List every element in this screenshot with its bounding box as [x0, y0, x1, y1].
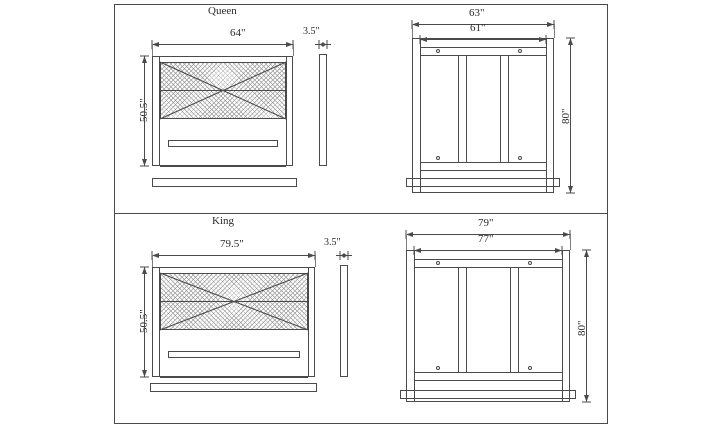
king-connector-dot-1: [436, 261, 440, 265]
queen-frame-inner-width-label: 61": [470, 22, 486, 34]
queen-frame-outer-width-label: 63": [469, 7, 485, 19]
border-right: [607, 4, 608, 424]
king-plan-ext-left: [406, 234, 407, 250]
queen-headboard-bottom-edge: [160, 166, 286, 167]
border-left: [114, 4, 115, 424]
queen-upholstery-diagonals: [159, 61, 287, 120]
king-connector-dot-2: [528, 261, 532, 265]
king-thickness-dim-line: [334, 251, 354, 260]
queen-plan-slat-2b: [508, 55, 509, 162]
king-plan-ext-right: [570, 234, 571, 250]
queen-width-dim-line: [151, 40, 294, 49]
king-plan-head-rail-2: [414, 267, 562, 268]
queen-frame-plan-outline: [412, 38, 554, 193]
king-width-dim-line: [151, 251, 316, 260]
queen-connector-dot-3: [436, 156, 440, 160]
king-plan-rail-left: [414, 250, 415, 402]
queen-plan-slat-1: [458, 55, 459, 162]
king-plan-slat-2b: [518, 267, 519, 372]
king-plan-slat-2: [510, 267, 511, 372]
king-plan-rail-right: [562, 250, 563, 402]
queen-plan-slat-2: [500, 55, 501, 162]
king-plan-slat-1: [458, 267, 459, 372]
king-frame-inner-width-label: 77": [478, 233, 494, 245]
queen-plan-foot-rail: [420, 162, 546, 163]
queen-frame-length-dim-line: [566, 37, 575, 194]
queen-plan-foot-rail-2: [420, 170, 546, 171]
queen-ext-line-left: [152, 44, 153, 56]
king-connector-dot-4: [528, 366, 532, 370]
queen-headboard-side-view: [319, 54, 327, 166]
queen-title: Queen: [208, 5, 237, 17]
queen-headboard-rail: [168, 140, 278, 147]
king-frame-plan-outline: [406, 250, 570, 402]
king-plan-bottom-bar: [400, 390, 576, 399]
queen-connector-dot-1: [436, 49, 440, 53]
queen-connector-dot-4: [518, 156, 522, 160]
king-title: King: [212, 215, 234, 227]
queen-plan-ext-right: [554, 24, 555, 38]
king-connector-dot-3: [436, 366, 440, 370]
king-plan-head-rail: [414, 259, 562, 260]
king-headboard-width-label: 79.5": [220, 238, 244, 250]
king-headboard-side-view: [340, 265, 348, 377]
king-plan-slat-1b: [466, 267, 467, 372]
king-headboard-rail: [168, 351, 300, 358]
queen-ext-line-right: [293, 44, 294, 56]
queen-headboard-leg-right: [286, 56, 287, 166]
queen-plan-head-rail-2: [420, 55, 546, 56]
queen-height-dim-line: [140, 55, 149, 167]
queen-headboard-leg-left: [159, 56, 160, 166]
border-top: [114, 4, 608, 5]
king-ext-line-left: [152, 255, 153, 267]
king-ext-line-right: [315, 255, 316, 267]
queen-thickness-dim-line: [313, 40, 333, 49]
queen-plan-ext-left: [412, 24, 413, 38]
king-headboard-outline: [152, 267, 315, 377]
queen-plan-rail-left: [420, 38, 421, 193]
queen-plan-bottom-bar: [406, 178, 560, 187]
queen-thickness-label: 3.5": [303, 26, 320, 37]
king-frame-length-dim-line: [582, 249, 591, 403]
king-plan-foot-rail: [414, 372, 562, 373]
king-headboard-leg-right: [308, 267, 309, 377]
king-height-dim-line: [140, 266, 149, 378]
queen-slat-bar: [152, 178, 297, 187]
queen-connector-dot-2: [518, 49, 522, 53]
king-headboard-leg-left: [159, 267, 160, 377]
panel-divider: [114, 213, 608, 214]
border-bottom: [114, 423, 608, 424]
queen-plan-slat-1b: [466, 55, 467, 162]
queen-plan-rail-right: [546, 38, 547, 193]
king-slat-bar: [150, 383, 317, 392]
king-upholstery-diagonals: [159, 272, 309, 331]
queen-headboard-width-label: 64": [230, 27, 246, 39]
king-frame-outer-width-label: 79": [478, 217, 494, 229]
king-thickness-label: 3.5": [324, 237, 341, 248]
king-headboard-bottom-edge: [160, 377, 308, 378]
queen-plan-head-rail: [420, 47, 546, 48]
king-plan-foot-rail-2: [414, 380, 562, 381]
queen-headboard-outline: [152, 56, 293, 166]
